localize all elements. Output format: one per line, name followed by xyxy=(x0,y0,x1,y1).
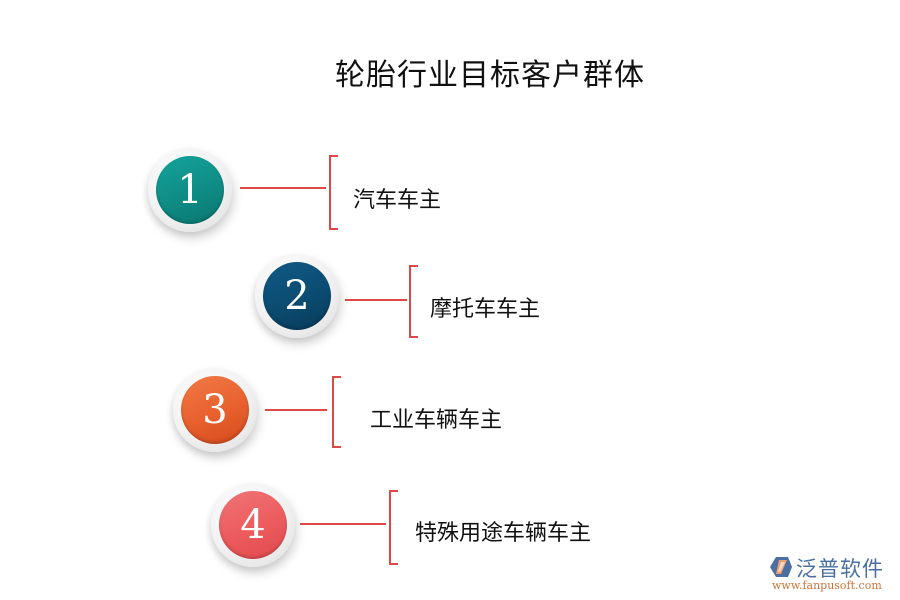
fanpu-watermark: 泛普软件 www.fanpusoft.com xyxy=(770,553,895,598)
connector-line-3 xyxy=(265,409,327,411)
item-label-4: 特殊用途车辆车主 xyxy=(415,521,592,546)
step-number-1: 1 xyxy=(156,156,224,224)
connector-line-4 xyxy=(300,523,386,525)
step-node-4: 4 xyxy=(211,483,295,567)
bracket-2 xyxy=(409,265,418,338)
watermark-brand: 泛普软件 xyxy=(796,557,884,581)
step-number-3: 3 xyxy=(181,376,249,444)
bracket-3 xyxy=(332,376,341,448)
watermark-url: www.fanpusoft.com xyxy=(772,579,882,592)
connector-line-1 xyxy=(240,187,326,189)
step-node-2: 2 xyxy=(255,254,339,338)
item-label-2: 摩托车车主 xyxy=(430,297,541,322)
step-node-1: 1 xyxy=(148,148,232,232)
bracket-4 xyxy=(389,490,398,565)
step-node-3: 3 xyxy=(173,368,257,452)
diagram-title: 轮胎行业目标客户群体 xyxy=(335,58,645,93)
fanpu-logo-icon xyxy=(770,557,792,577)
connector-line-2 xyxy=(345,299,407,301)
item-label-3: 工业车辆车主 xyxy=(370,408,503,433)
step-number-2: 2 xyxy=(263,262,331,330)
step-number-4: 4 xyxy=(219,491,287,559)
item-label-1: 汽车车主 xyxy=(353,188,442,213)
bracket-1 xyxy=(329,155,338,230)
